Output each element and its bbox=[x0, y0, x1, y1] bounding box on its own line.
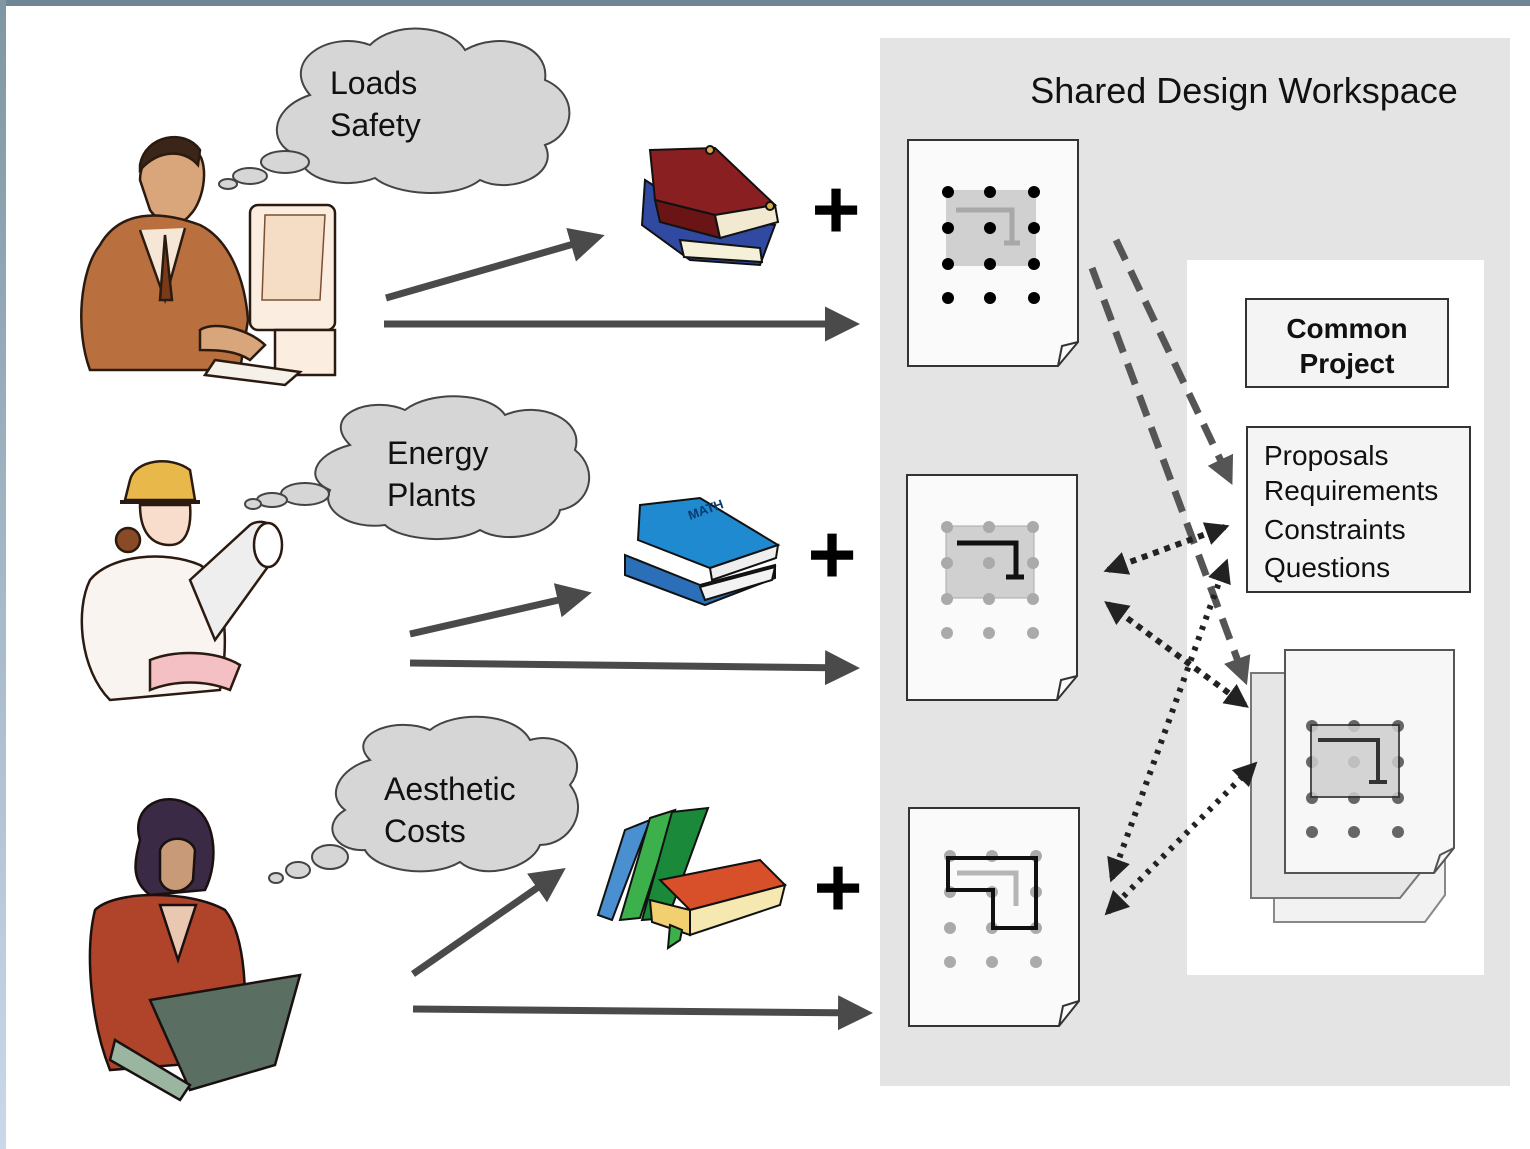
thought-3-line2: Costs bbox=[384, 813, 466, 849]
books-math-icon: MATH bbox=[624, 496, 781, 607]
person-hardhat-blueprints-icon bbox=[80, 460, 284, 702]
books-colorful-icon bbox=[596, 806, 787, 950]
plus-sign-3: + bbox=[813, 840, 862, 934]
thought-cloud-1: Loads Safety bbox=[218, 27, 571, 194]
plus-sign-2: + bbox=[807, 507, 856, 601]
arrow-person3-to-workspace bbox=[412, 995, 873, 1031]
item-proposals: Proposals bbox=[1264, 440, 1389, 471]
workspace-title: Shared Design Workspace bbox=[1030, 70, 1458, 111]
design-document-2 bbox=[906, 474, 1078, 701]
books-red-blue-icon bbox=[640, 145, 780, 267]
thought-2-line1: Energy bbox=[387, 435, 488, 471]
plus-sign-1: + bbox=[811, 162, 860, 256]
project-items-box bbox=[1246, 426, 1471, 593]
design-document-3 bbox=[908, 807, 1080, 1027]
dashed-connectors bbox=[1088, 238, 1251, 686]
person-laptop-icon bbox=[88, 797, 302, 1102]
item-questions: Questions bbox=[1264, 552, 1390, 583]
common-project-title-line1: Common bbox=[1286, 313, 1407, 344]
common-project-box bbox=[1245, 298, 1449, 388]
arrow-person2-to-books bbox=[409, 583, 592, 638]
arrow-person3-to-books bbox=[411, 868, 566, 977]
common-project-title-line2: Project bbox=[1300, 348, 1395, 379]
thought-1-line1: Loads bbox=[330, 65, 417, 101]
input-arrows bbox=[384, 227, 873, 1031]
item-requirements: Requirements bbox=[1264, 475, 1438, 506]
design-document-1 bbox=[907, 139, 1079, 367]
thought-1-line2: Safety bbox=[330, 107, 421, 143]
arrow-person1-to-books bbox=[385, 227, 605, 302]
thought-3-line1: Aesthetic bbox=[384, 771, 516, 807]
thought-cloud-2: Energy Plants bbox=[244, 395, 591, 540]
dotted-connectors bbox=[1103, 522, 1258, 916]
item-constraints: Constraints bbox=[1264, 514, 1406, 545]
left-frame-bar bbox=[0, 0, 6, 1149]
top-frame-bar bbox=[0, 0, 1530, 6]
arrow-person2-to-workspace bbox=[409, 650, 860, 686]
thought-2-line2: Plants bbox=[387, 477, 476, 513]
project-document-stack bbox=[1250, 649, 1455, 923]
thought-cloud-3: Aesthetic Costs bbox=[268, 715, 580, 884]
person-engineer-computer-icon bbox=[80, 135, 337, 387]
